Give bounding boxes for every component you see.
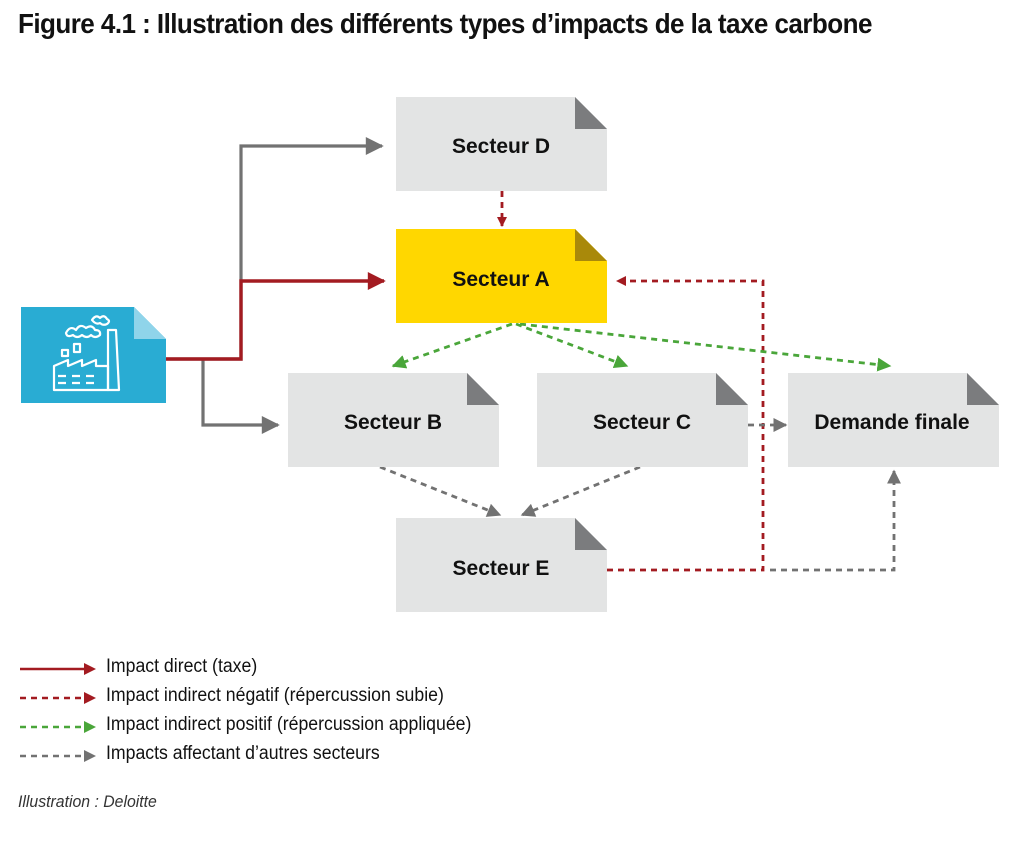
factory-box <box>21 307 166 403</box>
arrow-a-to-b <box>391 322 513 369</box>
factory-icon <box>52 315 121 392</box>
arrow-e-to-demande <box>770 469 901 572</box>
node-secteur-b: Secteur B <box>288 373 499 467</box>
arrow-factory-to-b <box>201 359 280 434</box>
node-label-secteur-a: Secteur A <box>452 268 549 291</box>
arrow-factory-to-d <box>166 137 384 361</box>
node-secteur-e: Secteur E <box>396 518 607 612</box>
arrow-a-to-demande <box>519 322 892 372</box>
node-label-secteur-c: Secteur C <box>593 411 691 434</box>
legend-label: Impact indirect négatif (répercussion su… <box>106 685 444 706</box>
legend-swatch-other <box>20 750 96 762</box>
node-label-demande-finale: Demande finale <box>814 411 969 434</box>
arrow-a-to-c <box>515 322 629 369</box>
node-label-secteur-d: Secteur D <box>452 135 550 158</box>
node-demande-finale: Demande finale <box>788 373 999 467</box>
arrow-c-to-e <box>520 465 641 517</box>
legend-swatch-positive <box>20 721 96 733</box>
legend-label: Impact indirect positif (répercussion ap… <box>106 714 472 735</box>
legend-swatch-negative <box>20 692 96 704</box>
node-secteur-d: Secteur D <box>396 97 607 191</box>
node-label-secteur-b: Secteur B <box>344 411 442 434</box>
node-secteur-c: Secteur C <box>537 373 748 467</box>
node-label-secteur-e: Secteur E <box>453 557 550 580</box>
arrow-factory-to-a <box>166 272 386 361</box>
figure-title: Figure 4.1 : Illustration des différents… <box>18 8 872 39</box>
illustration-credit: Illustration : Deloitte <box>18 792 157 811</box>
legend-label: Impact direct (taxe) <box>106 656 258 677</box>
impact-diagram: Secteur D Secteur A Secteur B Secteur C … <box>21 97 999 612</box>
legend-label: Impacts affectant d’autres secteurs <box>106 743 380 764</box>
node-secteur-a: Secteur A <box>396 229 607 323</box>
connectors <box>166 137 901 572</box>
arrow-b-to-e <box>379 465 502 517</box>
legend-swatch-direct <box>20 663 96 675</box>
